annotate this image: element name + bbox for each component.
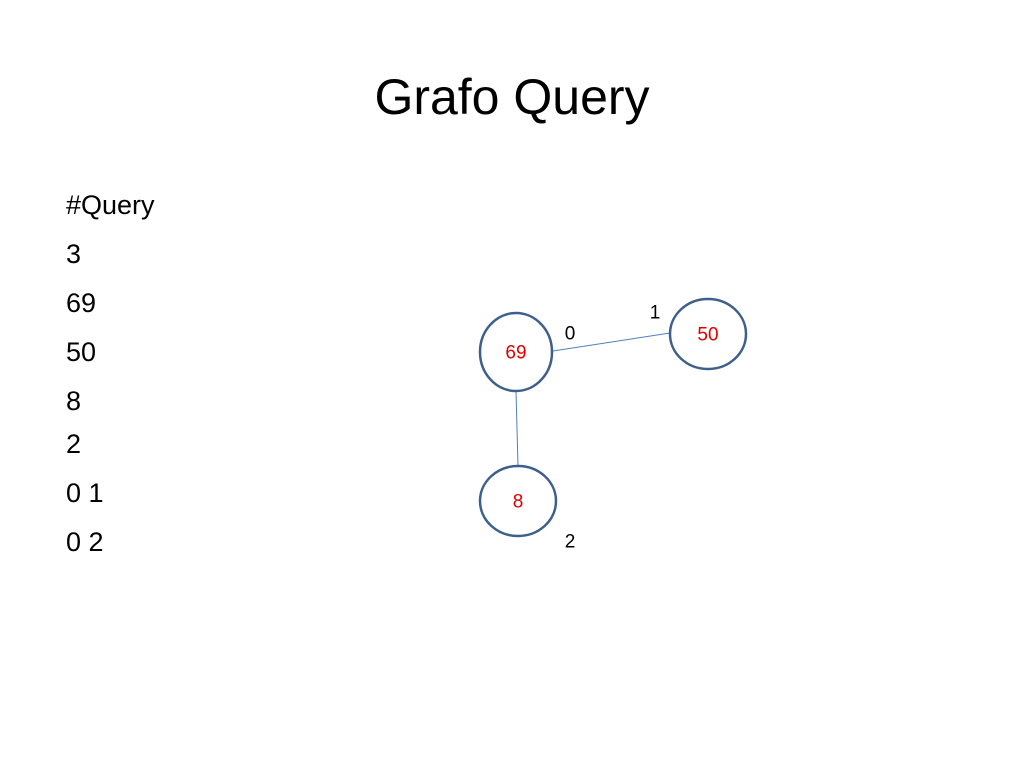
graph-node-2-value: 8 xyxy=(513,492,524,513)
graph-node-0-index: 0 xyxy=(565,324,576,345)
text-line: 50 xyxy=(66,337,97,367)
graph-node-1-value: 50 xyxy=(697,325,718,346)
text-line: 0 1 xyxy=(66,478,104,508)
text-line: 0 2 xyxy=(66,527,104,557)
slide-title: Grafo Query xyxy=(374,69,650,125)
graph-node-0 xyxy=(478,311,554,393)
graph-node-1 xyxy=(668,297,748,371)
graph-edge-0-2 xyxy=(515,390,519,467)
graph-node-2-index: 2 xyxy=(565,532,576,553)
text-line: 8 xyxy=(66,386,82,416)
text-line-header: #Query xyxy=(66,190,155,220)
graph-node-2 xyxy=(478,464,558,538)
graph-node-0-value: 69 xyxy=(505,343,526,364)
text-line: 3 xyxy=(66,239,82,269)
graph-node-1-index: 1 xyxy=(650,303,661,324)
text-line: 2 xyxy=(66,429,82,459)
text-line: 69 xyxy=(66,288,97,318)
graph-edge-0-1 xyxy=(552,332,671,352)
